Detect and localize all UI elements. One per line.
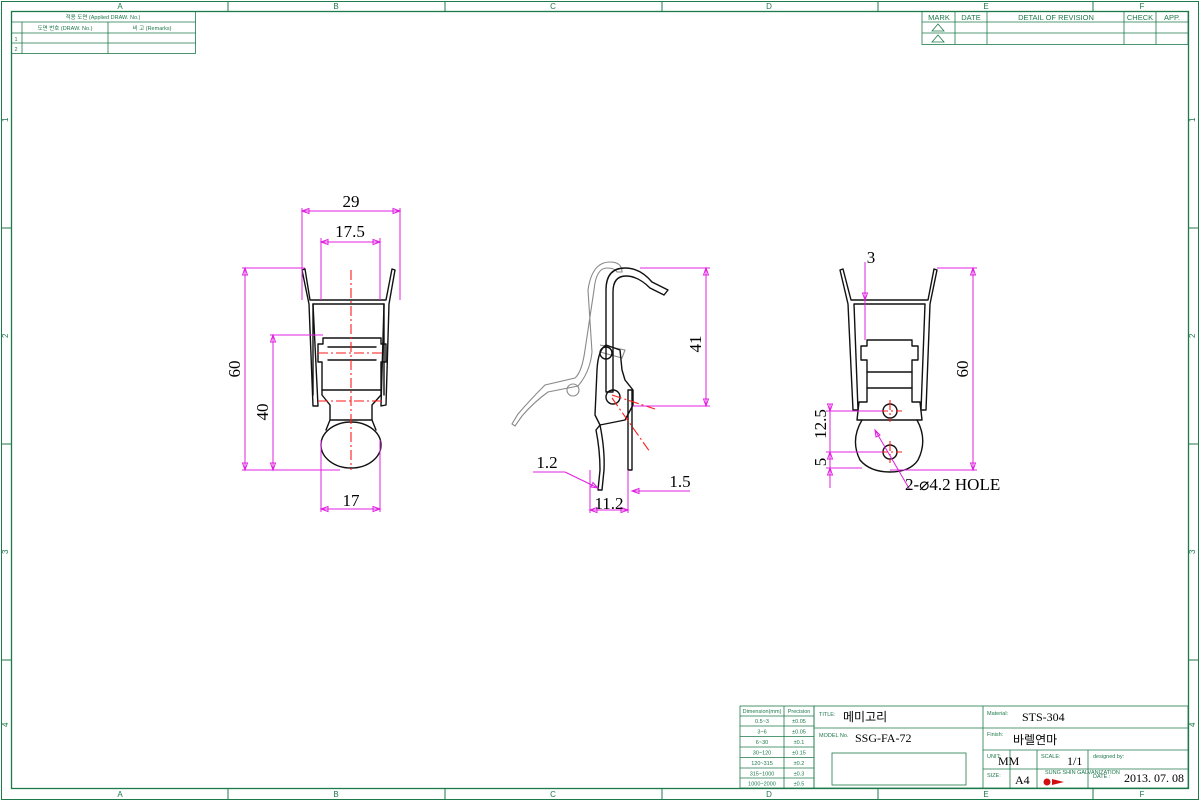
applied-table-header: 적용 도면 (Applied DRAW. No.) — [66, 13, 141, 21]
tolerance-col-precision: Precision — [788, 709, 811, 715]
column-label: C — [550, 790, 556, 799]
side-dimensions: 41 1.2 11.2 1.5 — [533, 266, 710, 514]
dim-rear-hole-bottom: 5 — [811, 458, 830, 467]
dim-rear-hole-pitch: 12.5 — [811, 409, 830, 439]
company-logo-icon — [1052, 779, 1064, 785]
revision-col-check: CHECK — [1127, 13, 1153, 22]
designed-label: designed by: — [1093, 754, 1125, 760]
dim-front-width-bottom: 17 — [343, 491, 361, 510]
revision-triangle-icon — [931, 34, 945, 43]
tolerance-value: ±0.1 — [794, 740, 805, 746]
dim-front-width-inner: 17.5 — [335, 222, 365, 241]
revision-col-app: APP. — [1164, 13, 1180, 22]
dim-side-thickness-plate: 1.5 — [669, 472, 690, 491]
tolerance-range: 120~315 — [751, 761, 773, 767]
size-label: SIZE: — [987, 773, 1001, 779]
row-label: 3 — [1188, 549, 1197, 554]
dim-front-height-body: 40 — [253, 404, 272, 421]
size-value: A4 — [1015, 773, 1030, 787]
column-labels: A B C D E F A B C D E F — [117, 2, 1144, 799]
row-label: 2 — [1, 333, 10, 338]
company-logo-text: SUNG SHIN GALVANIZATION — [1045, 770, 1120, 776]
tolerance-range: 30~120 — [753, 751, 772, 757]
revision-col-detail: DETAIL OF REVISION — [1018, 13, 1094, 22]
date-value: 2013. 07. 08 — [1124, 771, 1184, 785]
scale-label: SCALE: — [1041, 754, 1061, 760]
material-value: STS-304 — [1022, 710, 1065, 724]
column-label: D — [766, 790, 772, 799]
tolerance-col-dimension: Dimension(mm) — [743, 709, 782, 715]
dim-rear-offset-top: 3 — [867, 248, 876, 267]
applied-drawing-table: 적용 도면 (Applied DRAW. No.) 도면 번호 (DRAW. N… — [11, 11, 196, 54]
applied-table-row-number: 1 — [14, 37, 17, 43]
date-label: DATE : — [1093, 774, 1111, 780]
tolerance-range: 1000~2000 — [748, 782, 776, 788]
revision-table: MARK DATE DETAIL OF REVISION CHECK APP. — [921, 11, 1189, 45]
model-label: MODEL No. — [819, 733, 849, 739]
tolerance-value: ±0.05 — [792, 719, 806, 725]
title-block: TITLE: 메미고리 MODEL No. SSG-FA-72 Material… — [813, 705, 1189, 789]
column-label: C — [550, 2, 556, 11]
column-label: B — [333, 2, 338, 11]
dim-side-thickness-hook: 1.2 — [536, 453, 557, 472]
dim-front-height-total: 60 — [225, 361, 244, 378]
side-view — [511, 261, 669, 491]
tolerance-value: ±0.2 — [794, 761, 805, 767]
unit-value: MM — [998, 754, 1020, 768]
dim-side-height: 41 — [686, 336, 705, 353]
revision-col-mark: MARK — [928, 13, 950, 22]
finish-label: Finish: — [987, 732, 1004, 738]
dim-hole-callout: 2-⌀4.2 HOLE — [905, 475, 1000, 494]
front-dimensions: 29 17.5 60 40 17 — [225, 192, 402, 513]
title-value: 메미고리 — [843, 710, 887, 724]
applied-table-col-remarks: 비 고 (Remarks) — [133, 24, 172, 32]
centerline — [611, 397, 651, 453]
model-value: SSG-FA-72 — [855, 731, 911, 745]
dim-front-width-outer: 29 — [343, 192, 360, 211]
column-label: E — [983, 2, 988, 11]
tolerance-range: 6~30 — [756, 740, 768, 746]
dim-side-depth: 11.2 — [594, 494, 623, 513]
revision-col-date: DATE — [961, 13, 980, 22]
unit-label: UNIT: — [987, 754, 1001, 760]
tolerance-value: ±0.5 — [794, 782, 805, 788]
finish-value: 바렐연마 — [1013, 733, 1057, 747]
tolerance-range: 3~6 — [757, 730, 766, 736]
front-view — [301, 268, 396, 470]
column-label: D — [766, 2, 772, 11]
row-label: 1 — [1, 117, 10, 122]
applied-table-col-drawno: 도면 번호 (DRAW. No.) — [38, 24, 93, 32]
tolerance-table: Dimension(mm) Precision 0.5~3 ±0.05 3~6 … — [739, 705, 815, 789]
row-label: 4 — [1, 722, 10, 727]
rear-view — [839, 268, 938, 473]
column-label: A — [117, 2, 123, 11]
column-label: A — [117, 790, 123, 799]
row-label: 3 — [1, 549, 10, 554]
revision-triangle-icon — [931, 23, 945, 32]
row-label: 2 — [1188, 333, 1197, 338]
rear-dimensions: 3 60 12.5 5 2-⌀4.2 HOLE — [811, 248, 1000, 494]
column-label: B — [333, 790, 338, 799]
title-label: TITLE: — [819, 712, 836, 718]
tolerance-value: ±0.05 — [792, 730, 806, 736]
tolerance-value: ±0.3 — [794, 772, 805, 778]
company-logo-icon — [1043, 778, 1051, 786]
row-labels: 1 2 3 4 1 2 3 4 — [1, 117, 1197, 727]
row-label: 4 — [1188, 722, 1197, 727]
column-label: F — [1140, 790, 1145, 799]
tolerance-value: ±0.15 — [792, 751, 806, 757]
scale-value: 1/1 — [1067, 754, 1082, 768]
column-label: E — [983, 790, 988, 799]
centerline — [611, 394, 656, 410]
tolerance-range: 0.5~3 — [755, 719, 769, 725]
column-label: F — [1140, 2, 1145, 11]
applied-table-row-number: 2 — [14, 47, 17, 53]
tolerance-range: 315~1000 — [750, 772, 775, 778]
row-label: 1 — [1188, 117, 1197, 122]
dim-rear-height-total: 60 — [953, 361, 972, 378]
material-label: Material: — [987, 711, 1009, 717]
